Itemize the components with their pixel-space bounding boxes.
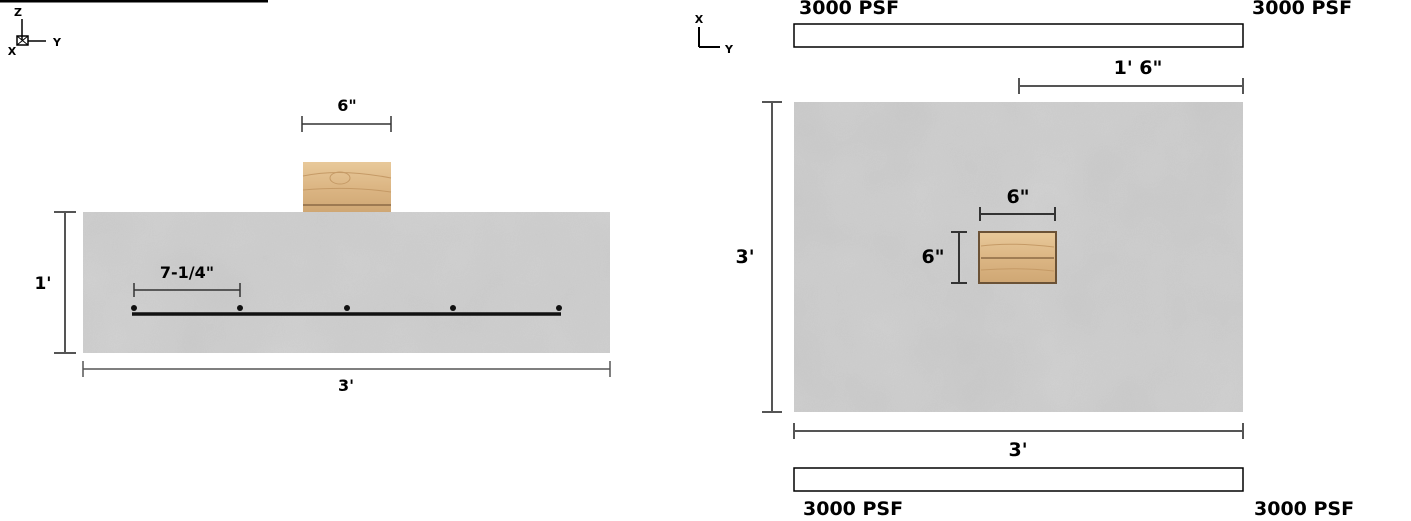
rebar-bar	[556, 305, 562, 311]
pressure-label-top-right: 3000 PSF	[1252, 0, 1352, 19]
plan-post-width-dimension: 6"	[979, 186, 1056, 221]
footing-width-dimension: 3'	[82, 361, 611, 395]
rebar-bar	[237, 305, 243, 311]
plan-footing-length-dimension: 3'	[735, 101, 782, 413]
rebar-bar	[344, 305, 350, 311]
rebar-bar	[131, 305, 137, 311]
plan-footing-width-dimension: 3'	[793, 423, 1244, 461]
plan-view: X Y 3000 PSF 3000 PSF 1' 6"	[695, 0, 1354, 520]
rebar-spacing-label: 7-1/4"	[160, 263, 214, 282]
footing-width-label: 3'	[338, 376, 354, 395]
plan-post-depth-dimension: 6"	[921, 231, 967, 284]
footing-height-label: 1'	[34, 274, 51, 294]
plan-axis-label-x: X	[695, 13, 704, 26]
rebar-bar	[450, 305, 456, 311]
post-width-label: 6"	[337, 96, 356, 115]
rebar-spacing-dimension: 7-1/4"	[133, 263, 241, 297]
footing-height-dimension: 1'	[34, 211, 76, 354]
post-plan	[978, 231, 1057, 284]
plan-post-width-label: 6"	[1006, 186, 1029, 208]
pressure-label-bottom-right: 3000 PSF	[1254, 498, 1354, 520]
pressure-label-top-left: 3000 PSF	[799, 0, 899, 19]
pressure-bar-bottom	[793, 467, 1244, 492]
post-side	[302, 162, 392, 212]
side-axis-triad: Z X Y	[8, 6, 62, 58]
plan-footing-length-label: 3'	[735, 246, 754, 268]
plan-footing-width-label: 3'	[1008, 439, 1027, 461]
axis-label-y: Y	[52, 36, 62, 49]
axis-label-z: Z	[14, 6, 22, 19]
post-width-dimension: 6"	[301, 96, 392, 132]
rebar	[131, 305, 562, 316]
side-view: Z X Y 6"	[0, 0, 611, 395]
post-offset-dimension: 1' 6"	[1018, 57, 1244, 94]
pressure-label-bottom-left: 3000 PSF	[803, 498, 903, 520]
axis-label-x: X	[8, 45, 17, 58]
plan-axis-triad: X Y	[695, 13, 734, 56]
pressure-bar-top	[793, 23, 1244, 48]
plan-axis-label-y: Y	[724, 43, 734, 56]
post-offset-label: 1' 6"	[1114, 57, 1163, 79]
plan-post-depth-label: 6"	[921, 246, 944, 268]
